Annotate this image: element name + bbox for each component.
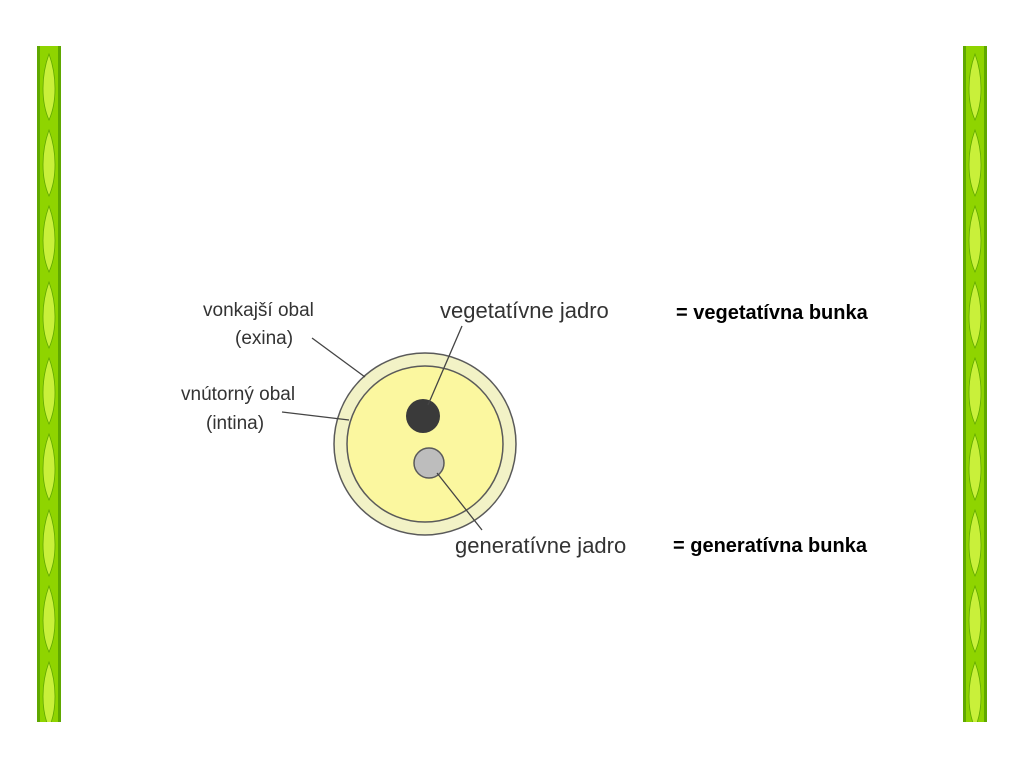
bar-leaf-ornament xyxy=(42,280,56,349)
left-bar-leaves xyxy=(42,52,56,722)
vegetative-cell-equivalence: = vegetatívna bunka xyxy=(676,302,869,324)
bar-leaf-ornament xyxy=(968,204,982,273)
bar-leaf-ornament xyxy=(42,584,56,653)
vegetative-nucleus-label: vegetatívne jadro xyxy=(440,298,609,323)
vegetative-nucleus-leader-line xyxy=(427,325,463,406)
bar-leaf-ornament xyxy=(42,432,56,501)
bar-leaf-ornament xyxy=(42,660,56,722)
generative-nucleus-label: generatívne jadro xyxy=(455,533,626,558)
intine-label-line1: vnútorný obal xyxy=(181,384,295,405)
bar-leaf-ornament xyxy=(42,356,56,425)
intine-ring xyxy=(346,365,504,523)
right-bar-graphic xyxy=(963,46,987,722)
bar-leaf-ornament xyxy=(42,508,56,577)
bar-leaf-ornament xyxy=(968,584,982,653)
intine-leader-line xyxy=(281,411,350,421)
exine-leader-line xyxy=(311,337,366,378)
generative-nucleus xyxy=(413,447,445,479)
vegetative-nucleus xyxy=(406,399,440,433)
bar-leaf-ornament xyxy=(968,432,982,501)
bar-leaf-ornament xyxy=(968,52,982,121)
bar-leaf-ornament xyxy=(42,52,56,121)
generative-cell-equivalence: = generatívna bunka xyxy=(673,535,868,557)
generative-nucleus-leader-line xyxy=(436,472,483,531)
intine-label-line2: (intina) xyxy=(206,413,264,434)
bar-leaf-ornament xyxy=(42,204,56,273)
right-bar-leaves xyxy=(968,52,982,722)
exine-label-line2: (exina) xyxy=(235,328,293,349)
bar-leaf-ornament xyxy=(968,128,982,197)
left-decorative-bar xyxy=(37,46,61,722)
exine-label-line1: vonkajší obal xyxy=(203,300,314,321)
right-decorative-bar xyxy=(963,46,987,722)
bar-leaf-ornament xyxy=(968,280,982,349)
bar-leaf-ornament xyxy=(968,660,982,722)
left-bar-graphic xyxy=(37,46,61,722)
bar-leaf-ornament xyxy=(42,128,56,197)
bar-leaf-ornament xyxy=(968,508,982,577)
bar-leaf-ornament xyxy=(968,356,982,425)
